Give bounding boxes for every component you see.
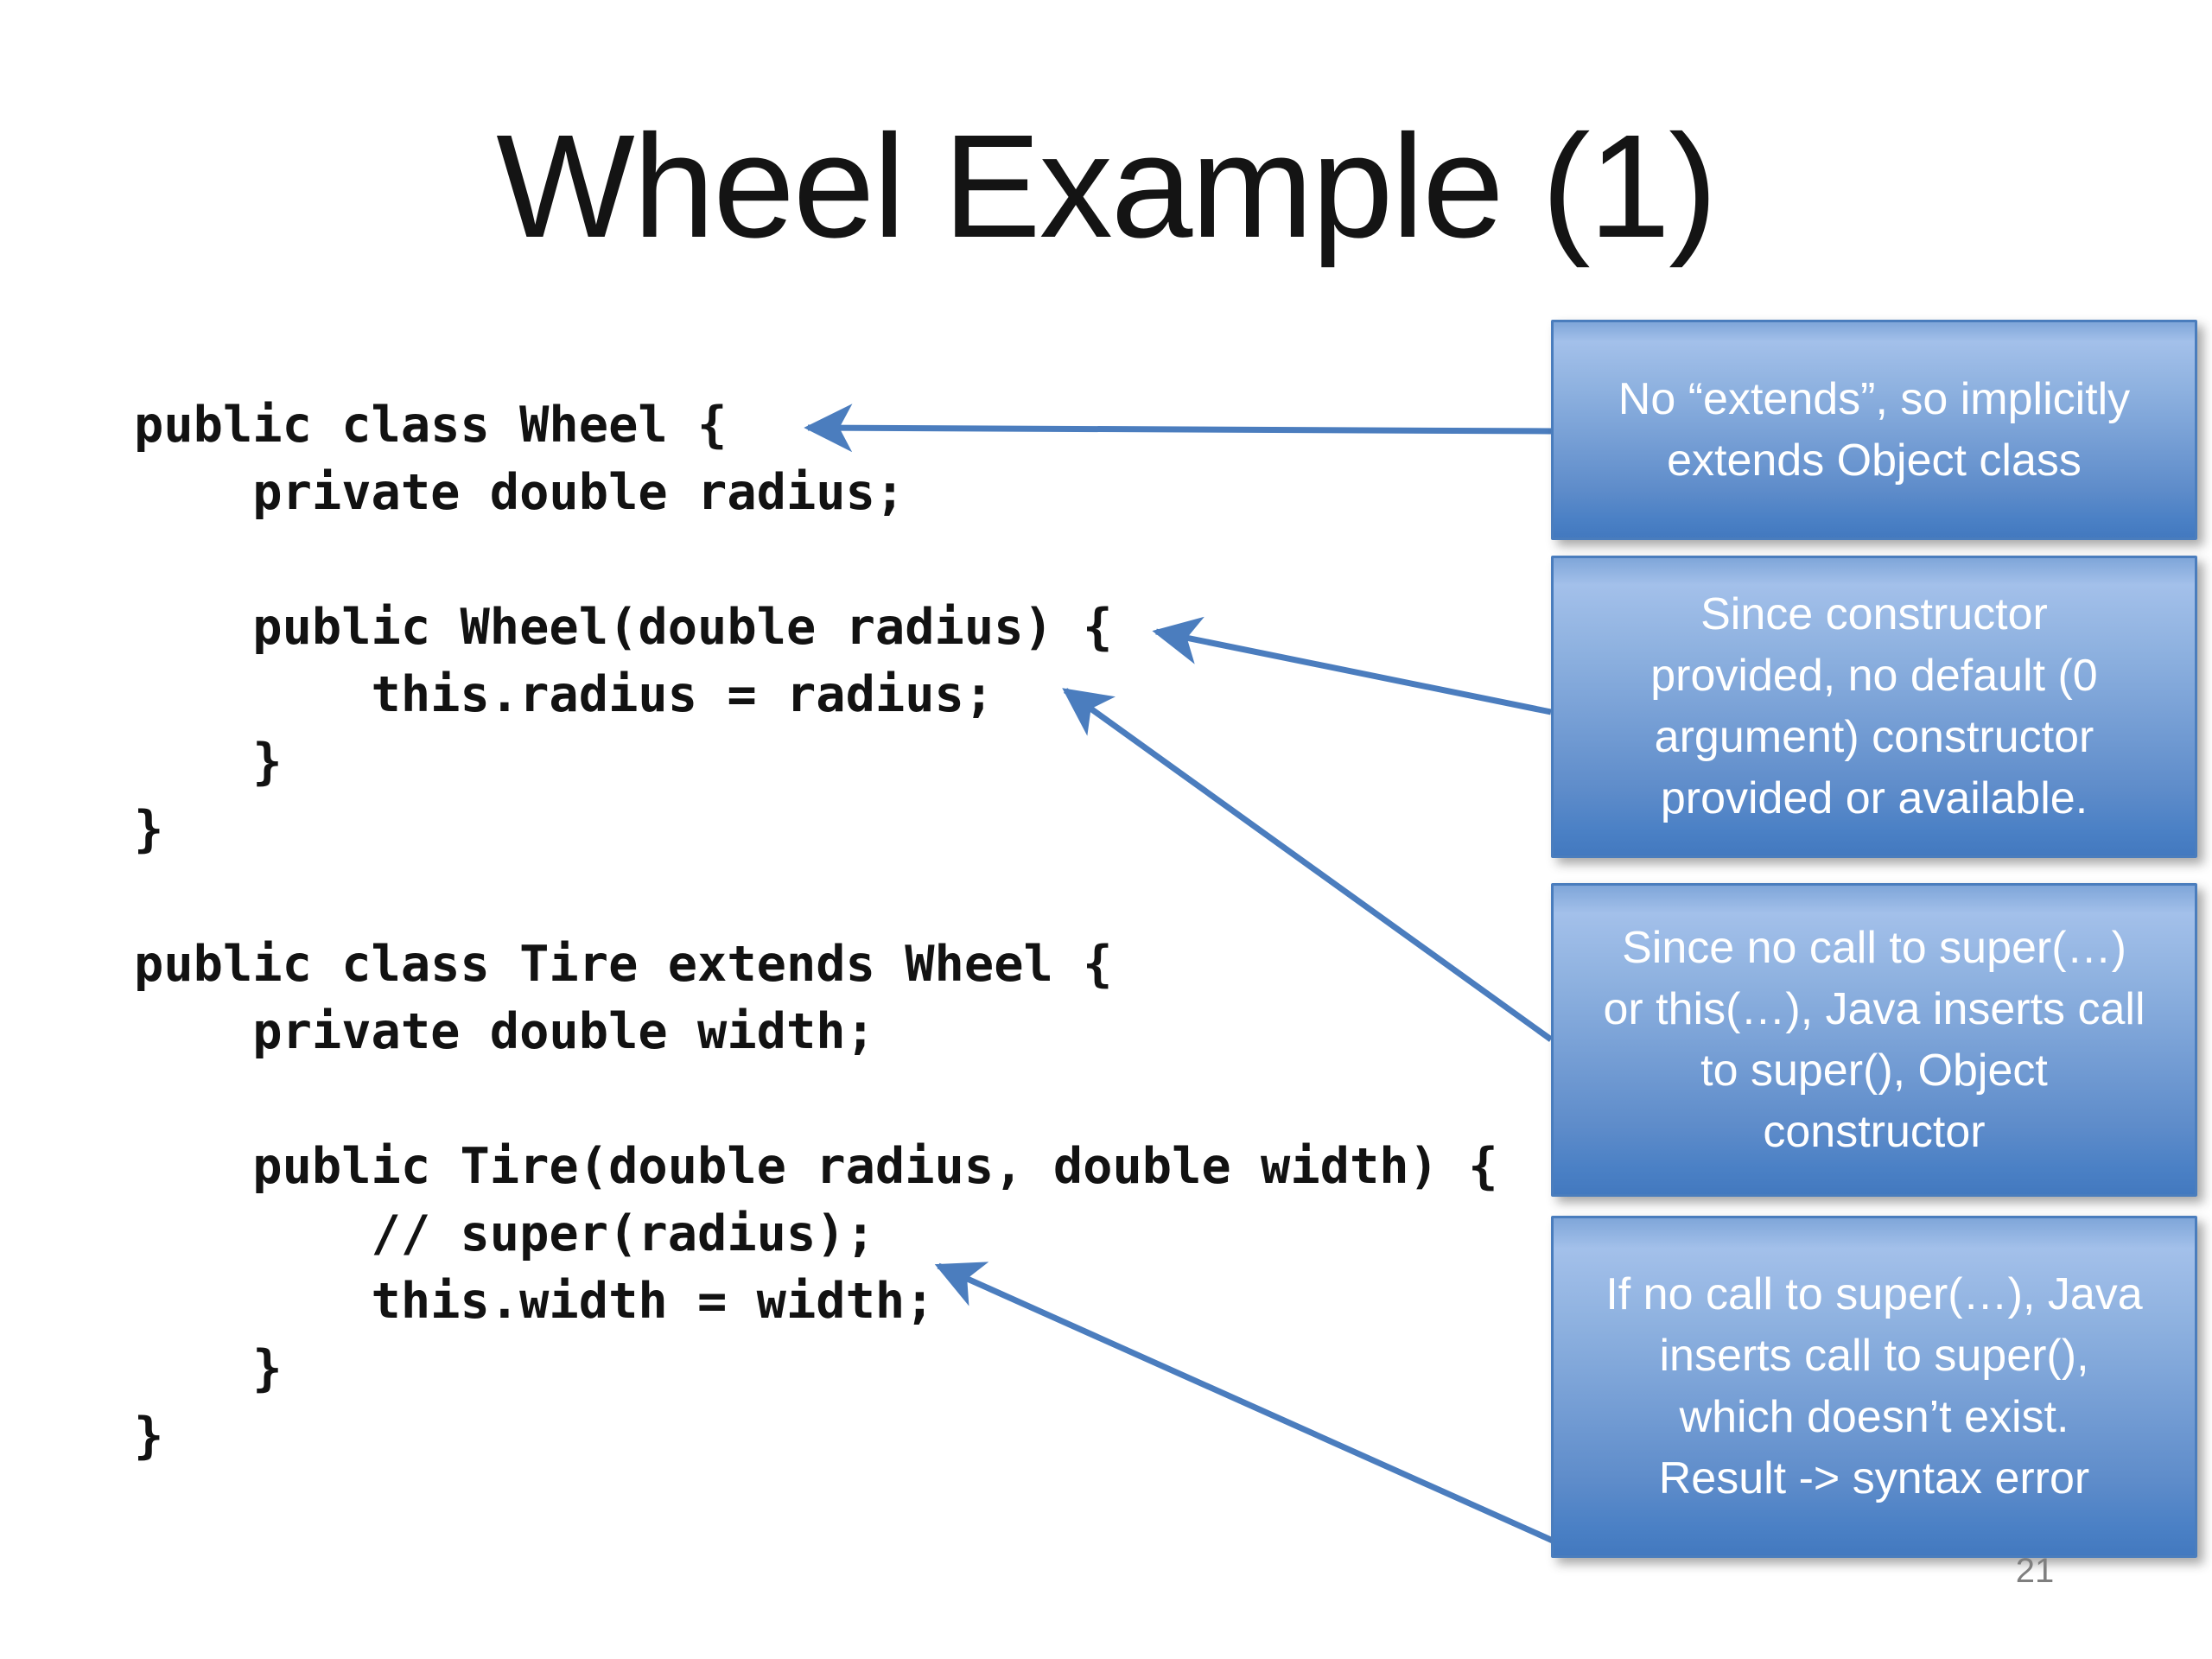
callout-no-extends: No “extends”, so implicitly extends Obje… <box>1551 320 2197 540</box>
slide-title: Wheel Example (1) <box>496 105 1718 269</box>
callout-no-default-constructor: Since constructor provided, no default (… <box>1551 556 2197 858</box>
java-code-block: public class Wheel { private double radi… <box>134 397 1498 1465</box>
callout-syntax-error: If no call to super(…), Java inserts cal… <box>1551 1216 2197 1558</box>
page-number: 21 <box>2015 1552 2055 1590</box>
callout-java-inserts-super: Since no call to super(…) or this(…), Ja… <box>1551 883 2197 1197</box>
